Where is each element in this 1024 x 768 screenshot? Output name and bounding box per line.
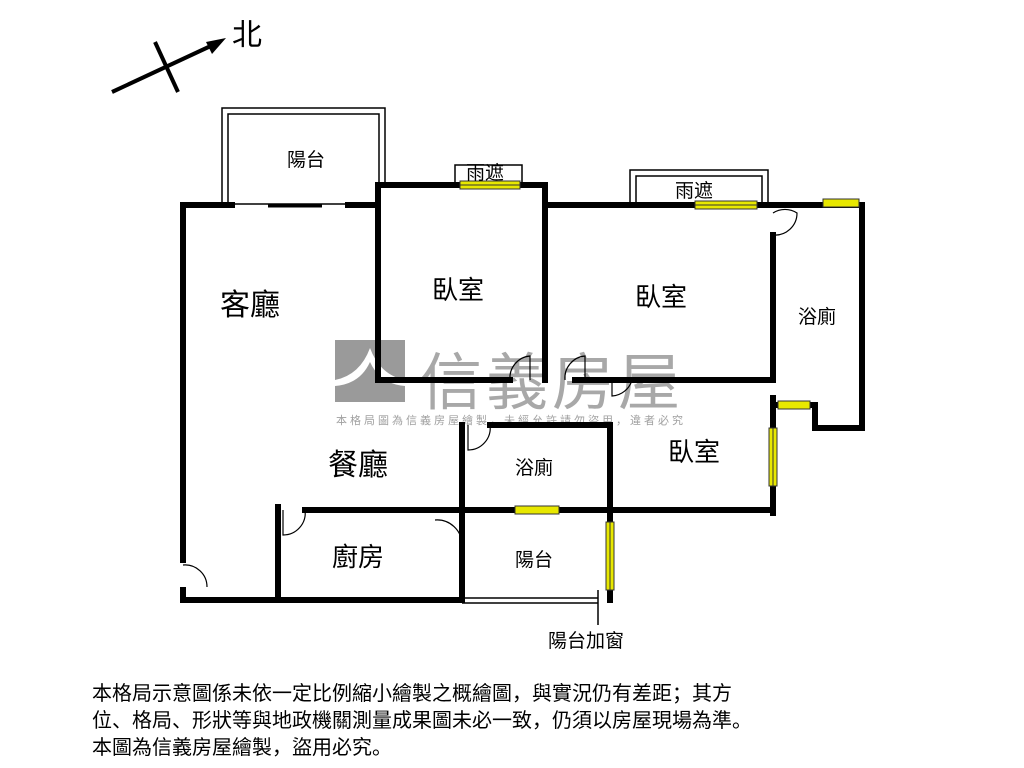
balcony-window-note: 陽台加窗 [548,630,625,652]
room-label-kitchen: 廚房 [332,543,385,573]
disclaimer-line: 位、格局、形狀等與地政機關測量成果圖未必一致，仍須以房屋現場為準。 [92,708,752,732]
room-label-bathroom-2: 浴廁 [515,457,554,479]
room-label-bathroom-1: 浴廁 [798,306,837,328]
room-label-canopy-2: 雨遮 [675,180,714,202]
disclaimer: 本格局示意圖係未依一定比例縮小繪製之概繪圖，與實況仍有差距；其方 位、格局、形狀… [92,680,752,761]
walls [180,182,865,603]
room-label-dining-room: 餐廳 [328,448,388,483]
balcony-outline [221,107,769,625]
north-arrow-icon [111,38,226,94]
room-label-balcony-bottom: 陽台 [515,549,554,571]
room-label-living-room: 客廳 [220,288,280,323]
windows [459,180,860,591]
brand-logo-icon [335,340,405,402]
room-label-bedroom-2: 臥室 [635,283,688,313]
room-label-bedroom-1: 臥室 [432,276,485,306]
disclaimer-line: 本格局示意圖係未依一定比例縮小繪製之概繪圖，與實況仍有差距；其方 [92,681,732,705]
door-swings [182,208,798,588]
compass-label: 北 [232,18,262,53]
room-label-canopy-1: 雨遮 [466,162,505,184]
room-label-bedroom-3: 臥室 [668,438,721,468]
disclaimer-line: 本圖為信義房屋繪製，盜用必究。 [92,735,392,759]
room-label-balcony-top: 陽台 [287,149,326,171]
